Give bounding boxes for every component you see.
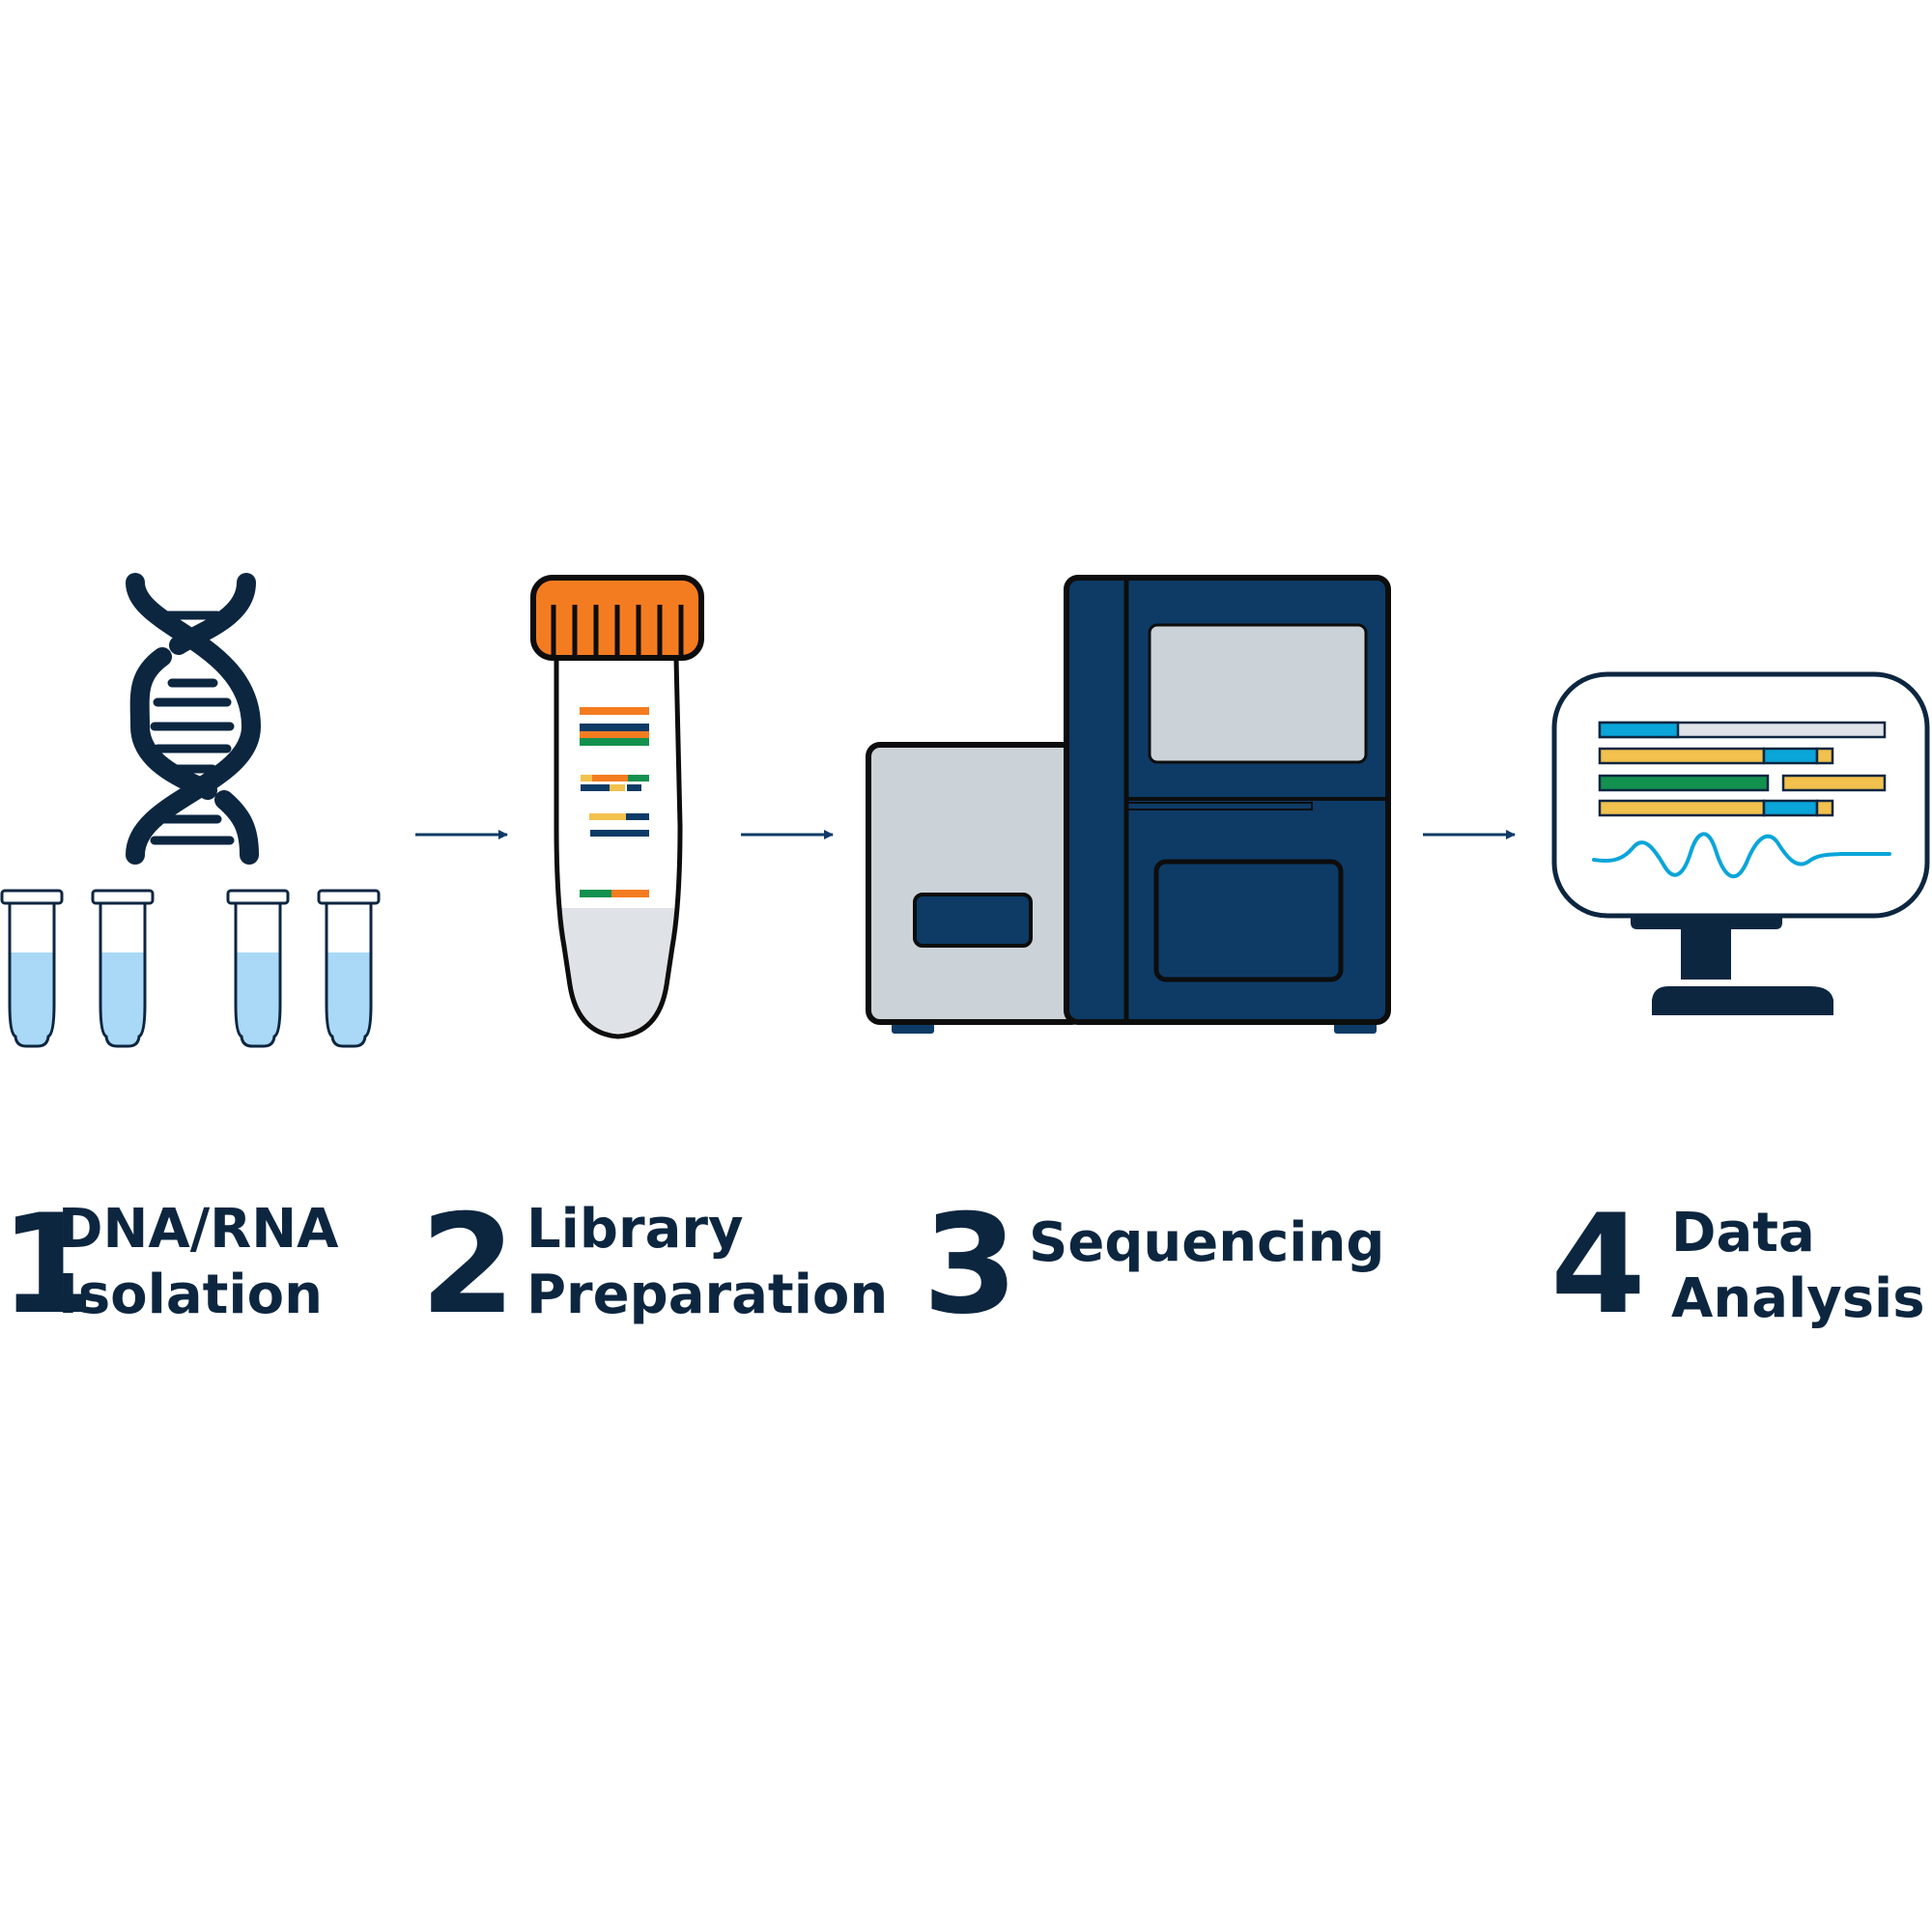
signal-trace — [1592, 832, 1891, 879]
tube-3 — [226, 889, 290, 1048]
step-number: 1 — [0, 1185, 96, 1345]
step-label-line2: Isolation — [58, 1264, 323, 1326]
step-label: DNA/RNA Isolation — [58, 1197, 338, 1328]
analysis-bars — [1598, 721, 1887, 817]
step-number: 2 — [420, 1185, 516, 1345]
step-label: Data Analysis — [1671, 1201, 1925, 1332]
library-tube-icon — [530, 575, 704, 1039]
step-label-line1: Sequencing — [1029, 1211, 1385, 1274]
sequencer-side-unit — [866, 742, 1086, 1025]
sequencer-machine-icon — [866, 575, 1391, 1034]
step-label: Library Preparation — [526, 1197, 888, 1328]
step-label-line2: Analysis — [1671, 1267, 1925, 1330]
step-number: 4 — [1550, 1185, 1646, 1345]
step-library-preparation: 2 Library Preparation — [420, 1193, 903, 1338]
step-label-line1: Library — [526, 1198, 744, 1261]
tube-4 — [317, 889, 381, 1048]
dna-fragment-bands — [580, 707, 649, 897]
sequencer-screen — [1148, 623, 1368, 764]
step-label: Sequencing — [1029, 1210, 1384, 1276]
step-sequencing: 3 Sequencing — [923, 1193, 1406, 1338]
sequencer-door — [1153, 859, 1344, 982]
step-label-line1: DNA/RNA — [58, 1198, 339, 1261]
tube-2 — [91, 889, 155, 1048]
monitor-icon — [1551, 671, 1930, 1015]
step-label-line1: Data — [1671, 1202, 1815, 1264]
step-number: 3 — [923, 1185, 1018, 1345]
tube-1 — [0, 889, 64, 1048]
dna-helix-icon — [126, 573, 262, 865]
step-data-analysis: 4 Data Analysis — [1550, 1193, 1932, 1338]
step-dna-rna-isolation: 1 DNA/RNA Isolation — [0, 1193, 415, 1338]
monitor-screen — [1551, 671, 1930, 919]
sample-tubes-icon — [0, 889, 381, 1048]
step-label-line2: Preparation — [526, 1264, 889, 1326]
sample-drawer — [913, 893, 1033, 948]
